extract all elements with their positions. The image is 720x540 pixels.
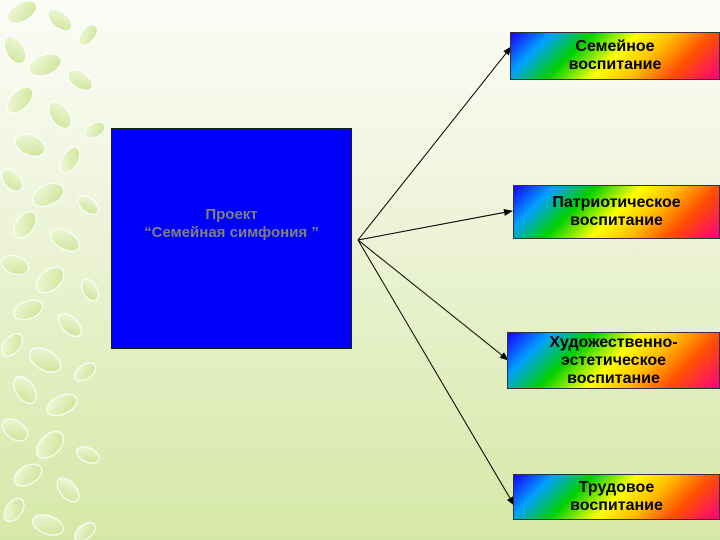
target-line: воспитание bbox=[568, 56, 662, 73]
arrow-to-artistic bbox=[357, 239, 509, 361]
arrow-to-labor bbox=[357, 239, 515, 506]
target-line: Трудовое bbox=[578, 479, 655, 496]
arrow-to-family bbox=[357, 46, 512, 241]
target-family-education: Семейное воспитание bbox=[510, 32, 720, 80]
target-labor-education: Трудовое воспитание bbox=[513, 474, 720, 520]
project-label: Проект bbox=[205, 205, 258, 223]
target-line: воспитание bbox=[570, 497, 663, 514]
target-line: Семейное bbox=[575, 38, 655, 55]
project-title: “Семейная симфония ” bbox=[144, 223, 319, 241]
target-artistic-education: Художественно- эстетическое воспитание bbox=[507, 332, 720, 389]
target-patriotic-education: Патриотическое воспитание bbox=[513, 185, 720, 239]
project-box: Проект “Семейная симфония ” bbox=[111, 128, 352, 349]
target-line: эстетическое bbox=[560, 351, 667, 369]
target-line: Художественно- bbox=[549, 333, 678, 351]
target-line: Патриотическое bbox=[552, 194, 681, 211]
target-line: воспитание bbox=[570, 212, 663, 229]
target-line: воспитание bbox=[567, 369, 660, 387]
leaf-decoration bbox=[0, 0, 106, 540]
arrow-to-patriotic bbox=[357, 209, 513, 241]
